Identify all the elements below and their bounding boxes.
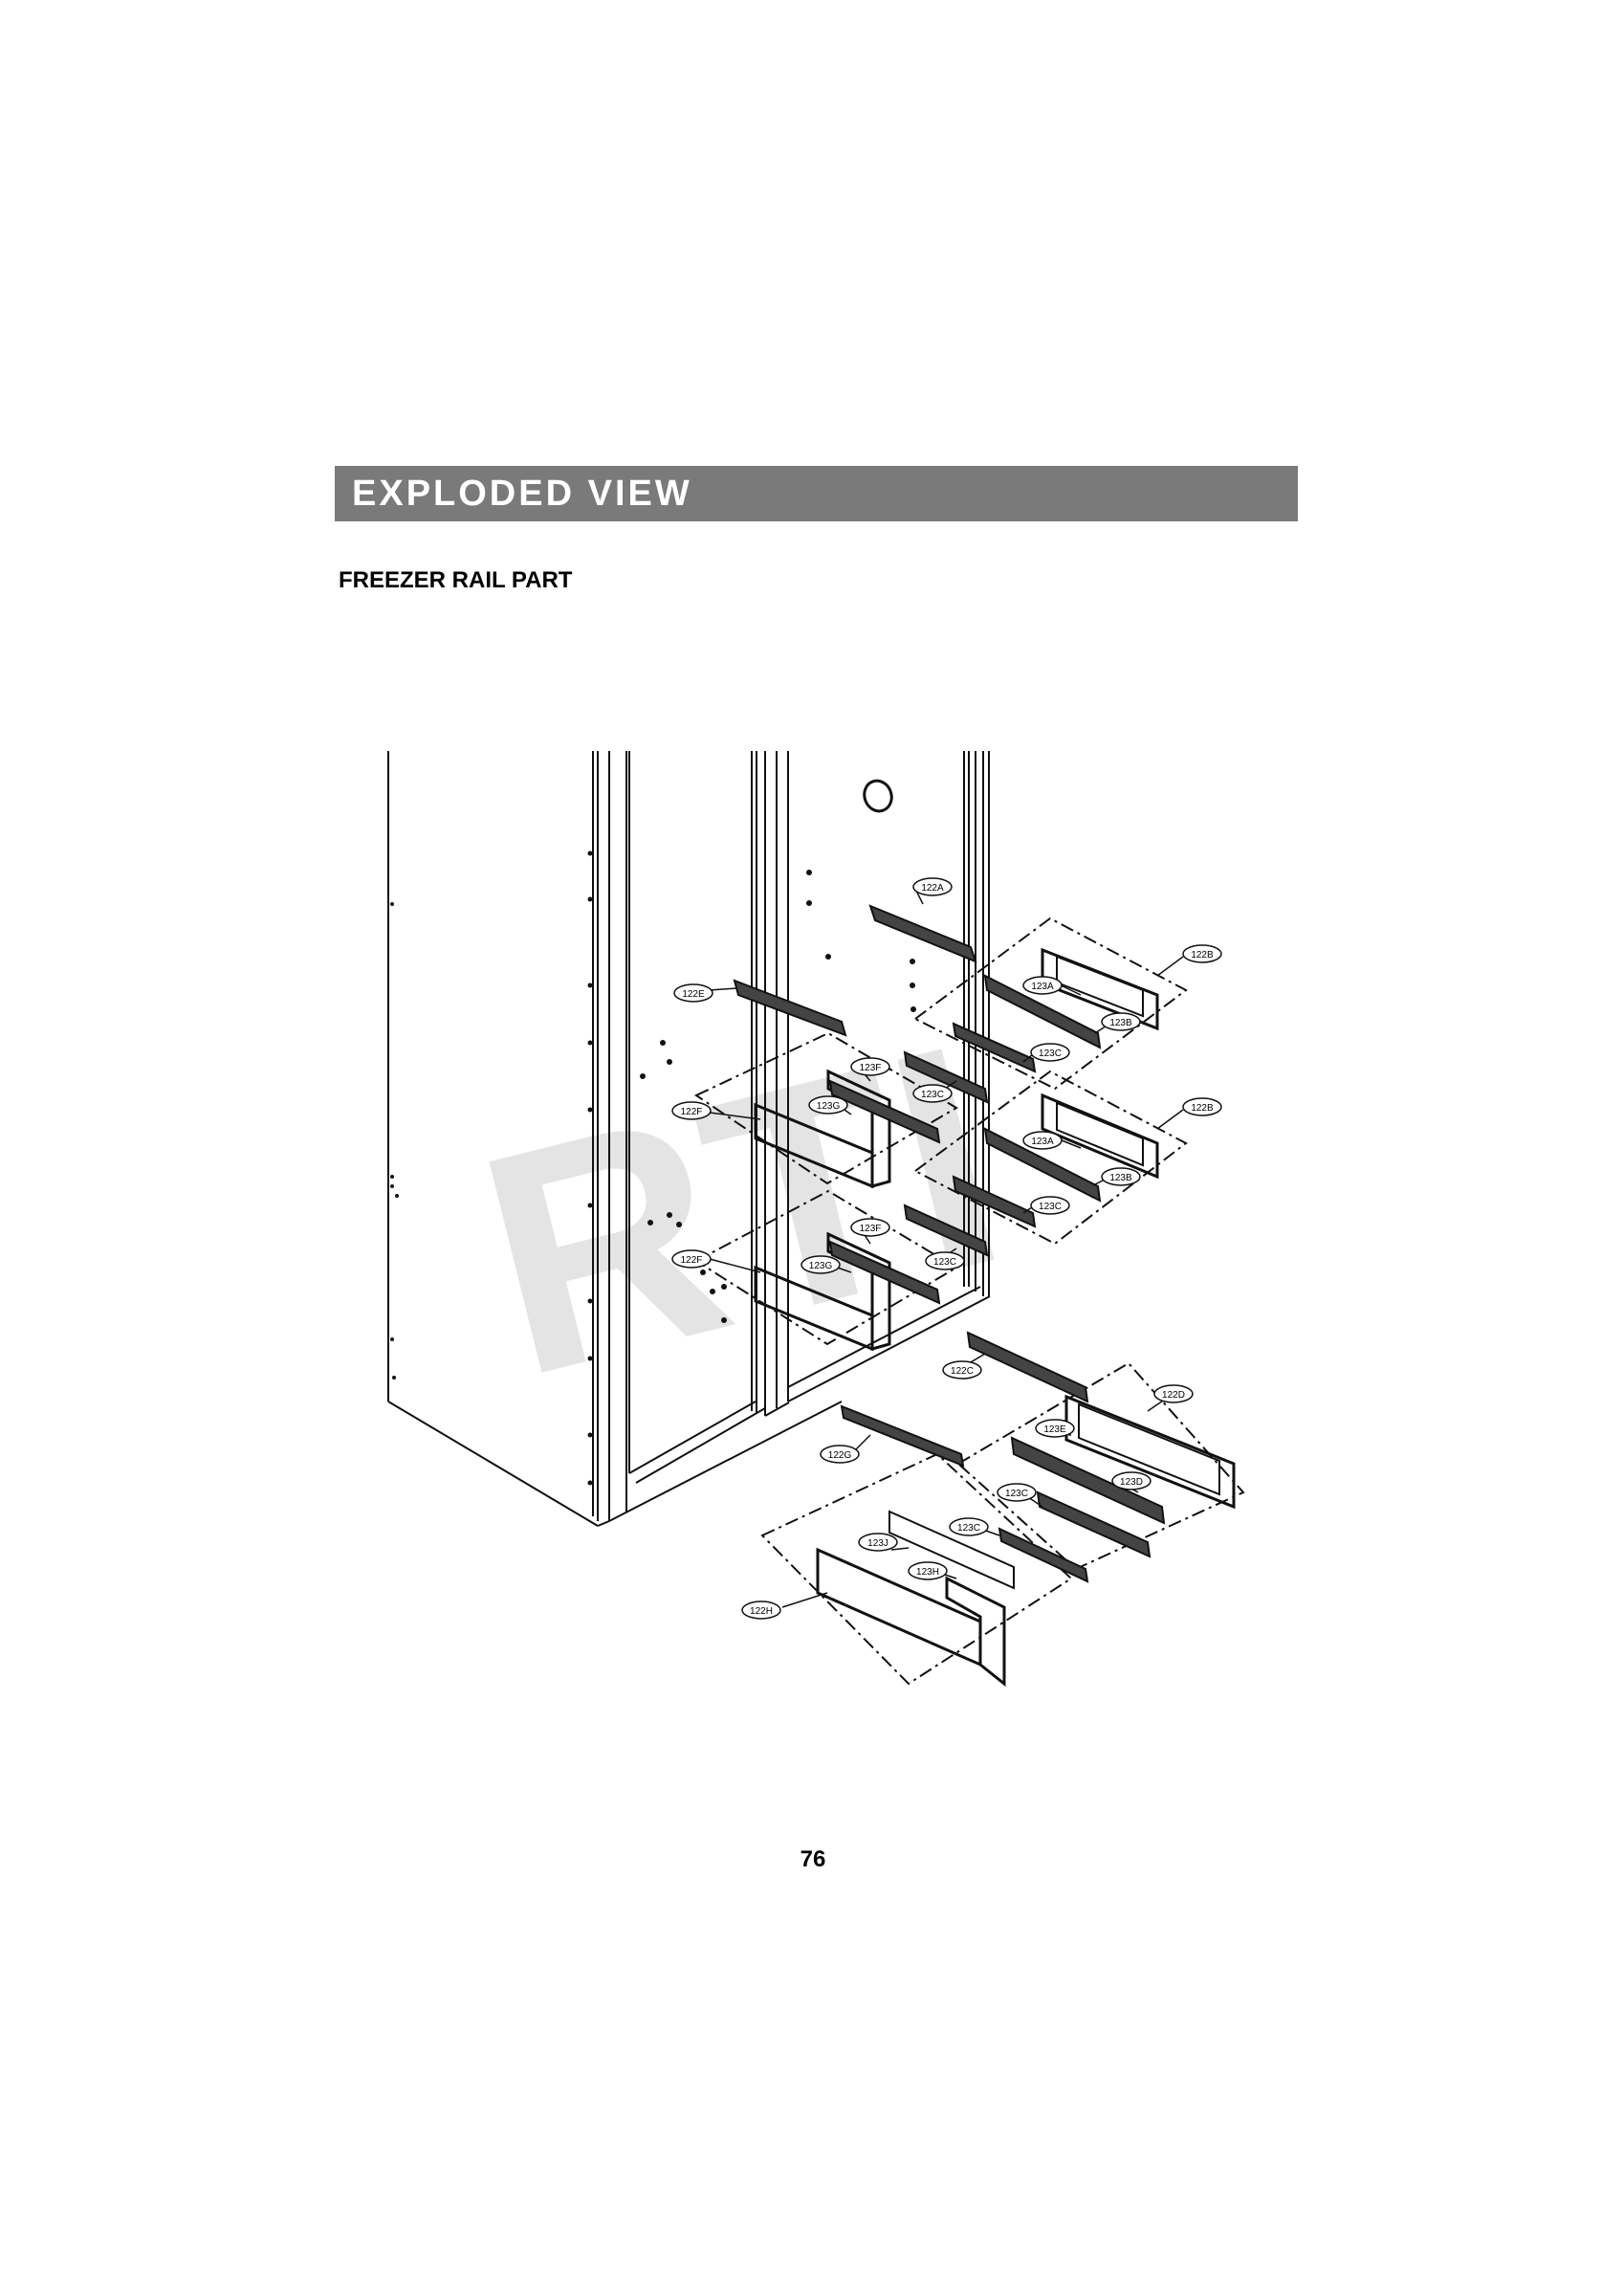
wall-screw-holes (390, 850, 916, 1486)
drain-hole (863, 779, 893, 813)
callout-122g: 122G (820, 1445, 860, 1464)
callout-text: 122H (750, 1606, 773, 1617)
callout-123f-2: 123F (850, 1218, 890, 1237)
group-box-lower-right (956, 1361, 1245, 1571)
callout-123f-1: 123F (850, 1057, 890, 1076)
group-box-upper-right-2 (913, 1070, 1188, 1246)
header-bar: EXPLODED VIEW (335, 466, 1298, 521)
callout-123a-2: 123A (1022, 1131, 1063, 1150)
page-number: 76 (800, 1846, 826, 1872)
group-box-upper-right-1 (913, 916, 1188, 1091)
callout-text: 123C (933, 1257, 956, 1268)
callout-123c-4: 123C (925, 1251, 965, 1270)
callout-122e: 122E (673, 983, 713, 1003)
callout-122f-1: 122F (671, 1101, 712, 1120)
callout-122d: 122D (1153, 1384, 1194, 1403)
callout-text: 123B (1109, 1018, 1132, 1028)
callout-text: 123C (921, 1090, 944, 1100)
group-box-lower-left (760, 1452, 1073, 1686)
callout-123c-3: 123C (1030, 1196, 1070, 1215)
callout-text: 122A (921, 883, 944, 894)
section-title: FREEZER RAIL PART (339, 567, 573, 593)
callout-123c-6: 123C (949, 1517, 989, 1536)
callout-text: 123F (860, 1224, 882, 1234)
group-box-upper-left-1 (693, 1031, 958, 1185)
callout-123j: 123J (858, 1533, 898, 1552)
callout-123c-5: 123C (997, 1483, 1037, 1502)
callout-text: 123C (1039, 1202, 1062, 1212)
callout-text: 123F (860, 1063, 882, 1073)
exploded-group-boxes (693, 916, 1245, 1686)
callout-text: 122D (1162, 1390, 1185, 1401)
callout-123c-2: 123C (912, 1084, 953, 1103)
callout-text: 122F (681, 1255, 703, 1266)
callout-123g-1: 123G (808, 1095, 848, 1115)
callout-123b-1: 123B (1101, 1012, 1141, 1031)
callout-122a: 122A (912, 877, 953, 896)
callout-text: 123G (817, 1101, 841, 1112)
callout-text: 123A (1031, 1137, 1054, 1147)
page-title: EXPLODED VIEW (352, 474, 692, 514)
callout-text: 123J (867, 1538, 888, 1549)
callout-122b-1: 122B (1182, 944, 1222, 963)
callout-text: 123H (916, 1567, 939, 1578)
callout-text: 123G (809, 1261, 833, 1271)
callout-123h: 123H (908, 1561, 948, 1580)
callout-123e: 123E (1035, 1419, 1075, 1438)
callout-text: 123C (957, 1523, 980, 1534)
callout-122h: 122H (741, 1601, 781, 1620)
callout-text: 123E (1043, 1424, 1066, 1435)
callout-text: 122F (681, 1107, 703, 1117)
callout-text: 122B (1191, 1103, 1214, 1114)
callout-123g-2: 123G (801, 1255, 841, 1274)
rail-parts (733, 904, 1236, 1688)
callout-text: 122C (951, 1366, 974, 1377)
callout-122c: 122C (942, 1360, 982, 1380)
callout-122b-2: 122B (1182, 1097, 1222, 1116)
group-box-middle-left-2 (694, 1189, 958, 1346)
callout-text: 123C (1039, 1049, 1062, 1059)
callout-123c-1: 123C (1030, 1043, 1070, 1062)
callout-text: 123D (1120, 1477, 1143, 1488)
callout-text: 122B (1191, 950, 1214, 960)
callout-label-group: 122A 122B 123A 123B 123C 122E 123F 123G … (671, 877, 1222, 1620)
callout-text: 122G (828, 1450, 852, 1461)
callout-122f-2: 122F (671, 1249, 712, 1269)
callout-text: 123C (1005, 1489, 1028, 1499)
callout-123d: 123D (1111, 1471, 1151, 1490)
callout-text: 123A (1031, 982, 1054, 992)
callout-text: 122E (682, 989, 705, 1000)
callout-123b-2: 123B (1101, 1167, 1141, 1186)
callout-text: 123B (1109, 1173, 1132, 1183)
callout-123a-1: 123A (1022, 976, 1063, 995)
